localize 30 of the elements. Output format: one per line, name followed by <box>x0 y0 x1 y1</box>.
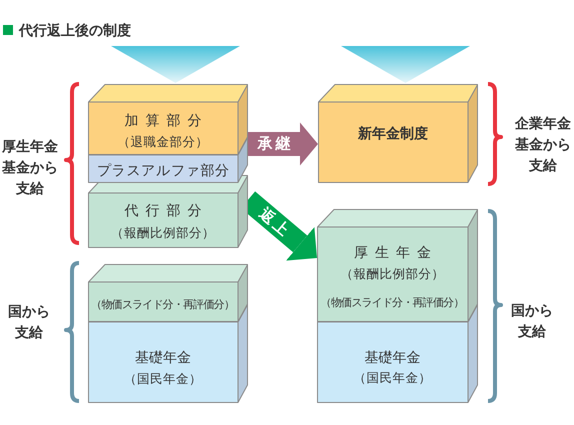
block <box>88 137 248 183</box>
block <box>88 175 248 248</box>
down-triangle <box>340 46 470 83</box>
block-label: 基礎年金 <box>364 350 420 366</box>
block <box>318 84 478 183</box>
block-label: 厚生年金 <box>354 245 431 261</box>
block-label: （物価スライド分・再評価分） <box>91 298 235 310</box>
block-label: （物価スライド分・再評価分） <box>320 296 464 308</box>
brace-label: 厚生年金基金から支給 <box>1 138 59 199</box>
block-label: プラスアルファ部分 <box>96 163 230 179</box>
block-label: （退職金部分） <box>118 134 208 149</box>
brace-label: 国から支給 <box>7 303 51 343</box>
block <box>88 84 248 155</box>
block-label: （報酬比例部分） <box>111 225 215 240</box>
edge-label: 承継 <box>258 136 290 152</box>
block <box>88 264 248 322</box>
block-label: （国民年金） <box>354 370 432 385</box>
block <box>317 209 478 322</box>
block-label: （国民年金） <box>124 371 202 386</box>
brace-label: 企業年金基金から支給 <box>514 115 572 176</box>
block-label: 新年金制度 <box>358 126 428 142</box>
block-label: 加算部分 <box>124 113 202 129</box>
block-label: （報酬比例部分） <box>340 266 444 281</box>
diagram-title: 代行返上後の制度 <box>19 22 131 40</box>
arrow <box>248 122 318 166</box>
brace-label: 国から支給 <box>510 302 554 342</box>
block-label: 基礎年金 <box>135 350 191 366</box>
edge-label: 返上 <box>256 205 292 238</box>
down-triangle <box>110 46 240 83</box>
block-label: 代行部分 <box>124 203 202 219</box>
